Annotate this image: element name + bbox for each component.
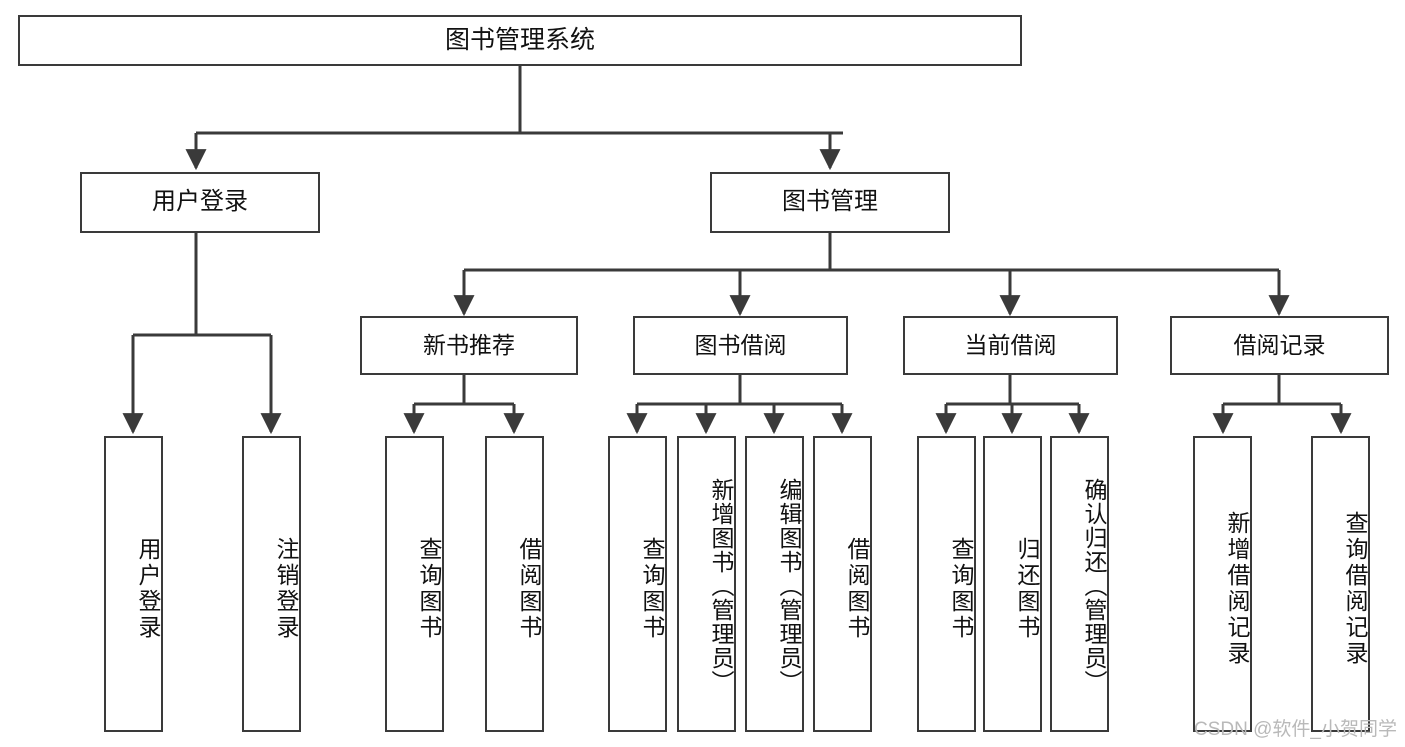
- node-borrow-record-label: 借阅记录: [1233, 331, 1326, 358]
- watermark: CSDN @软件_小贺同学: [1194, 719, 1397, 740]
- leaf-new-book-1[interactable]: 查询图书: [385, 436, 444, 732]
- node-book-manage[interactable]: 图书管理: [710, 172, 950, 233]
- leaf-borrow-record-2[interactable]: 查询借阅记录: [1311, 436, 1370, 732]
- node-root-label: 图书管理系统: [444, 25, 595, 54]
- leaf-user-login-2-label: 注销登录: [273, 537, 299, 641]
- leaf-book-borrow-3[interactable]: 编辑图书（管理员）: [745, 436, 804, 732]
- leaf-book-borrow-4[interactable]: 借阅图书: [813, 436, 872, 732]
- leaf-current-borrow-2-label: 归还图书: [1014, 537, 1040, 641]
- leaf-book-borrow-4-label: 借阅图书: [844, 537, 870, 641]
- leaf-user-login-2[interactable]: 注销登录: [242, 436, 301, 732]
- node-new-book-recommend-label: 新书推荐: [423, 331, 515, 358]
- leaf-book-borrow-1-label: 查询图书: [639, 537, 665, 641]
- node-user-login[interactable]: 用户登录: [80, 172, 320, 233]
- leaf-borrow-record-1-label: 新增借阅记录: [1224, 511, 1250, 667]
- leaf-book-borrow-1[interactable]: 查询图书: [608, 436, 667, 732]
- leaf-borrow-record-2-label: 查询借阅记录: [1342, 511, 1368, 667]
- leaf-new-book-2[interactable]: 借阅图书: [485, 436, 544, 732]
- leaf-new-book-1-label: 查询图书: [416, 537, 442, 641]
- leaf-new-book-2-label: 借阅图书: [516, 537, 542, 641]
- leaf-current-borrow-1-label: 查询图书: [948, 537, 974, 641]
- node-book-manage-label: 图书管理: [782, 188, 878, 216]
- node-current-borrow-label: 当前借阅: [964, 331, 1057, 358]
- node-root[interactable]: 图书管理系统: [18, 15, 1022, 66]
- leaf-user-login-1-label: 用户登录: [135, 537, 161, 641]
- node-new-book-recommend[interactable]: 新书推荐: [360, 316, 578, 375]
- node-book-borrow[interactable]: 图书借阅: [633, 316, 848, 375]
- leaf-book-borrow-3-label: 编辑图书（管理员）: [776, 478, 802, 694]
- leaf-current-borrow-3[interactable]: 确认归还（管理员）: [1050, 436, 1109, 732]
- leaf-book-borrow-2-label: 新增图书（管理员）: [708, 478, 734, 694]
- leaf-current-borrow-1[interactable]: 查询图书: [917, 436, 976, 732]
- leaf-current-borrow-2[interactable]: 归还图书: [983, 436, 1042, 732]
- leaf-user-login-1[interactable]: 用户登录: [104, 436, 163, 732]
- node-borrow-record[interactable]: 借阅记录: [1170, 316, 1389, 375]
- leaf-current-borrow-3-label: 确认归还（管理员）: [1081, 478, 1107, 694]
- node-current-borrow[interactable]: 当前借阅: [903, 316, 1118, 375]
- node-book-borrow-label: 图书借阅: [694, 331, 787, 358]
- leaf-book-borrow-2[interactable]: 新增图书（管理员）: [677, 436, 736, 732]
- leaf-borrow-record-1[interactable]: 新增借阅记录: [1193, 436, 1252, 732]
- node-user-login-label: 用户登录: [152, 188, 248, 216]
